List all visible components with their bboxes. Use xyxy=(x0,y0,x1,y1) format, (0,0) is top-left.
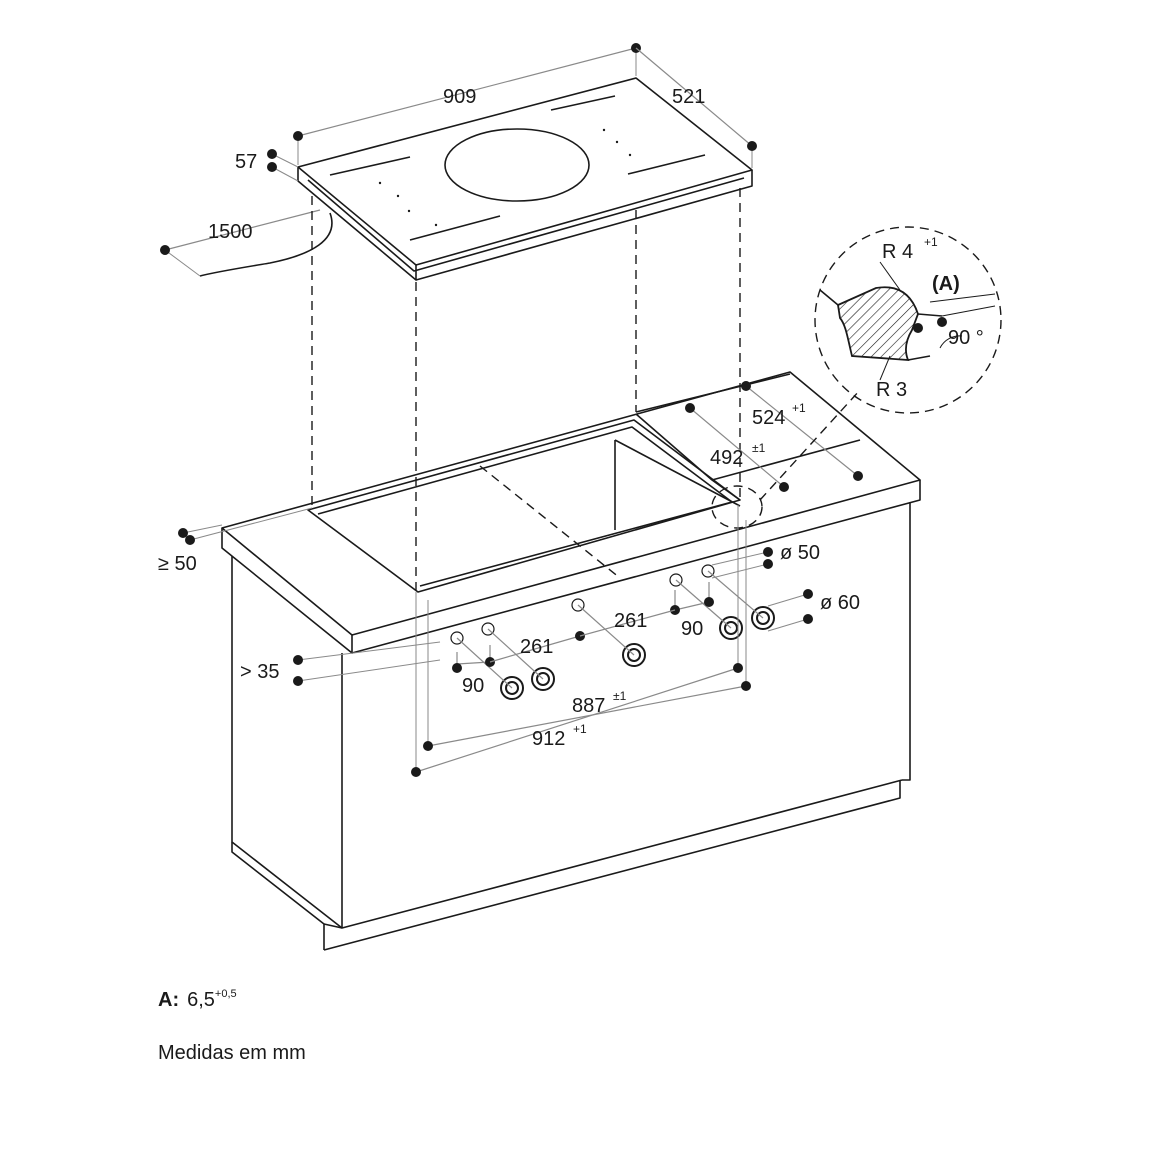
cooktop xyxy=(199,77,753,281)
detail-radius-inner: R 3 xyxy=(876,379,907,401)
dimension-521: 521 xyxy=(635,47,757,168)
dim-492-tol: ±1 xyxy=(752,441,766,455)
dim-knob-60-label: ø 60 xyxy=(820,592,860,614)
dimension-909: 909 xyxy=(293,43,641,165)
projection-lines xyxy=(311,188,741,590)
note-a: A: 6,5+0,5 xyxy=(158,988,237,1012)
dimension-912: 912 +1 xyxy=(411,505,743,777)
cutout xyxy=(307,373,861,593)
dim-1500-label: 1500 xyxy=(208,221,253,243)
dimension-524: 524 +1 xyxy=(741,381,863,481)
dim-521-label: 521 xyxy=(672,86,705,108)
dim-887-tol: ±1 xyxy=(613,689,627,703)
edge-detail: R 4 +1 (A) 90 ° R 3 xyxy=(759,226,1002,501)
dim-57-label: 57 xyxy=(235,151,257,173)
cabinet xyxy=(221,371,921,951)
dim-492-label: 492 xyxy=(710,447,743,469)
dim-90-b-label: 90 xyxy=(681,618,703,640)
dim-912-label: 912 xyxy=(532,728,565,750)
dimension-1500: 1500 xyxy=(160,209,321,277)
detail-label-a: (A) xyxy=(932,273,960,295)
dim-524-label: 524 xyxy=(752,407,785,429)
detail-radius-outer: R 4 xyxy=(882,241,913,263)
detail-angle: 90 ° xyxy=(948,327,984,349)
note-a-value: 6,5 xyxy=(187,989,215,1011)
dim-front-edge-label: > 35 xyxy=(240,661,279,683)
note-units: Medidas em mm xyxy=(158,1042,306,1064)
dim-front-margin-label: ≥ 50 xyxy=(158,553,197,575)
dim-261-a-label: 261 xyxy=(520,636,553,658)
detail-radius-outer-tol: +1 xyxy=(924,235,938,249)
dim-887-label: 887 xyxy=(572,695,605,717)
power-cable xyxy=(199,212,333,277)
knob-dimensions: 90 90 261 261 ø 50 ø 60 > 35 xyxy=(240,542,860,697)
dim-524-tol: +1 xyxy=(792,401,806,415)
dimension-492: 492 ±1 xyxy=(685,403,789,492)
dimension-57: 57 xyxy=(235,149,299,182)
dim-909-label: 909 xyxy=(443,86,476,108)
dim-90-a-label: 90 xyxy=(462,675,484,697)
dimension-front-margin: ≥ 50 xyxy=(158,507,313,575)
note-a-tol: +0,5 xyxy=(214,988,237,1000)
dim-912-tol: +1 xyxy=(573,722,587,736)
dim-261-b-label: 261 xyxy=(614,610,647,632)
burner-zone xyxy=(444,128,590,202)
dim-knob-50-label: ø 50 xyxy=(780,542,820,564)
dimension-887: 887 ±1 xyxy=(423,520,751,751)
note-a-key: A: xyxy=(158,989,180,1011)
